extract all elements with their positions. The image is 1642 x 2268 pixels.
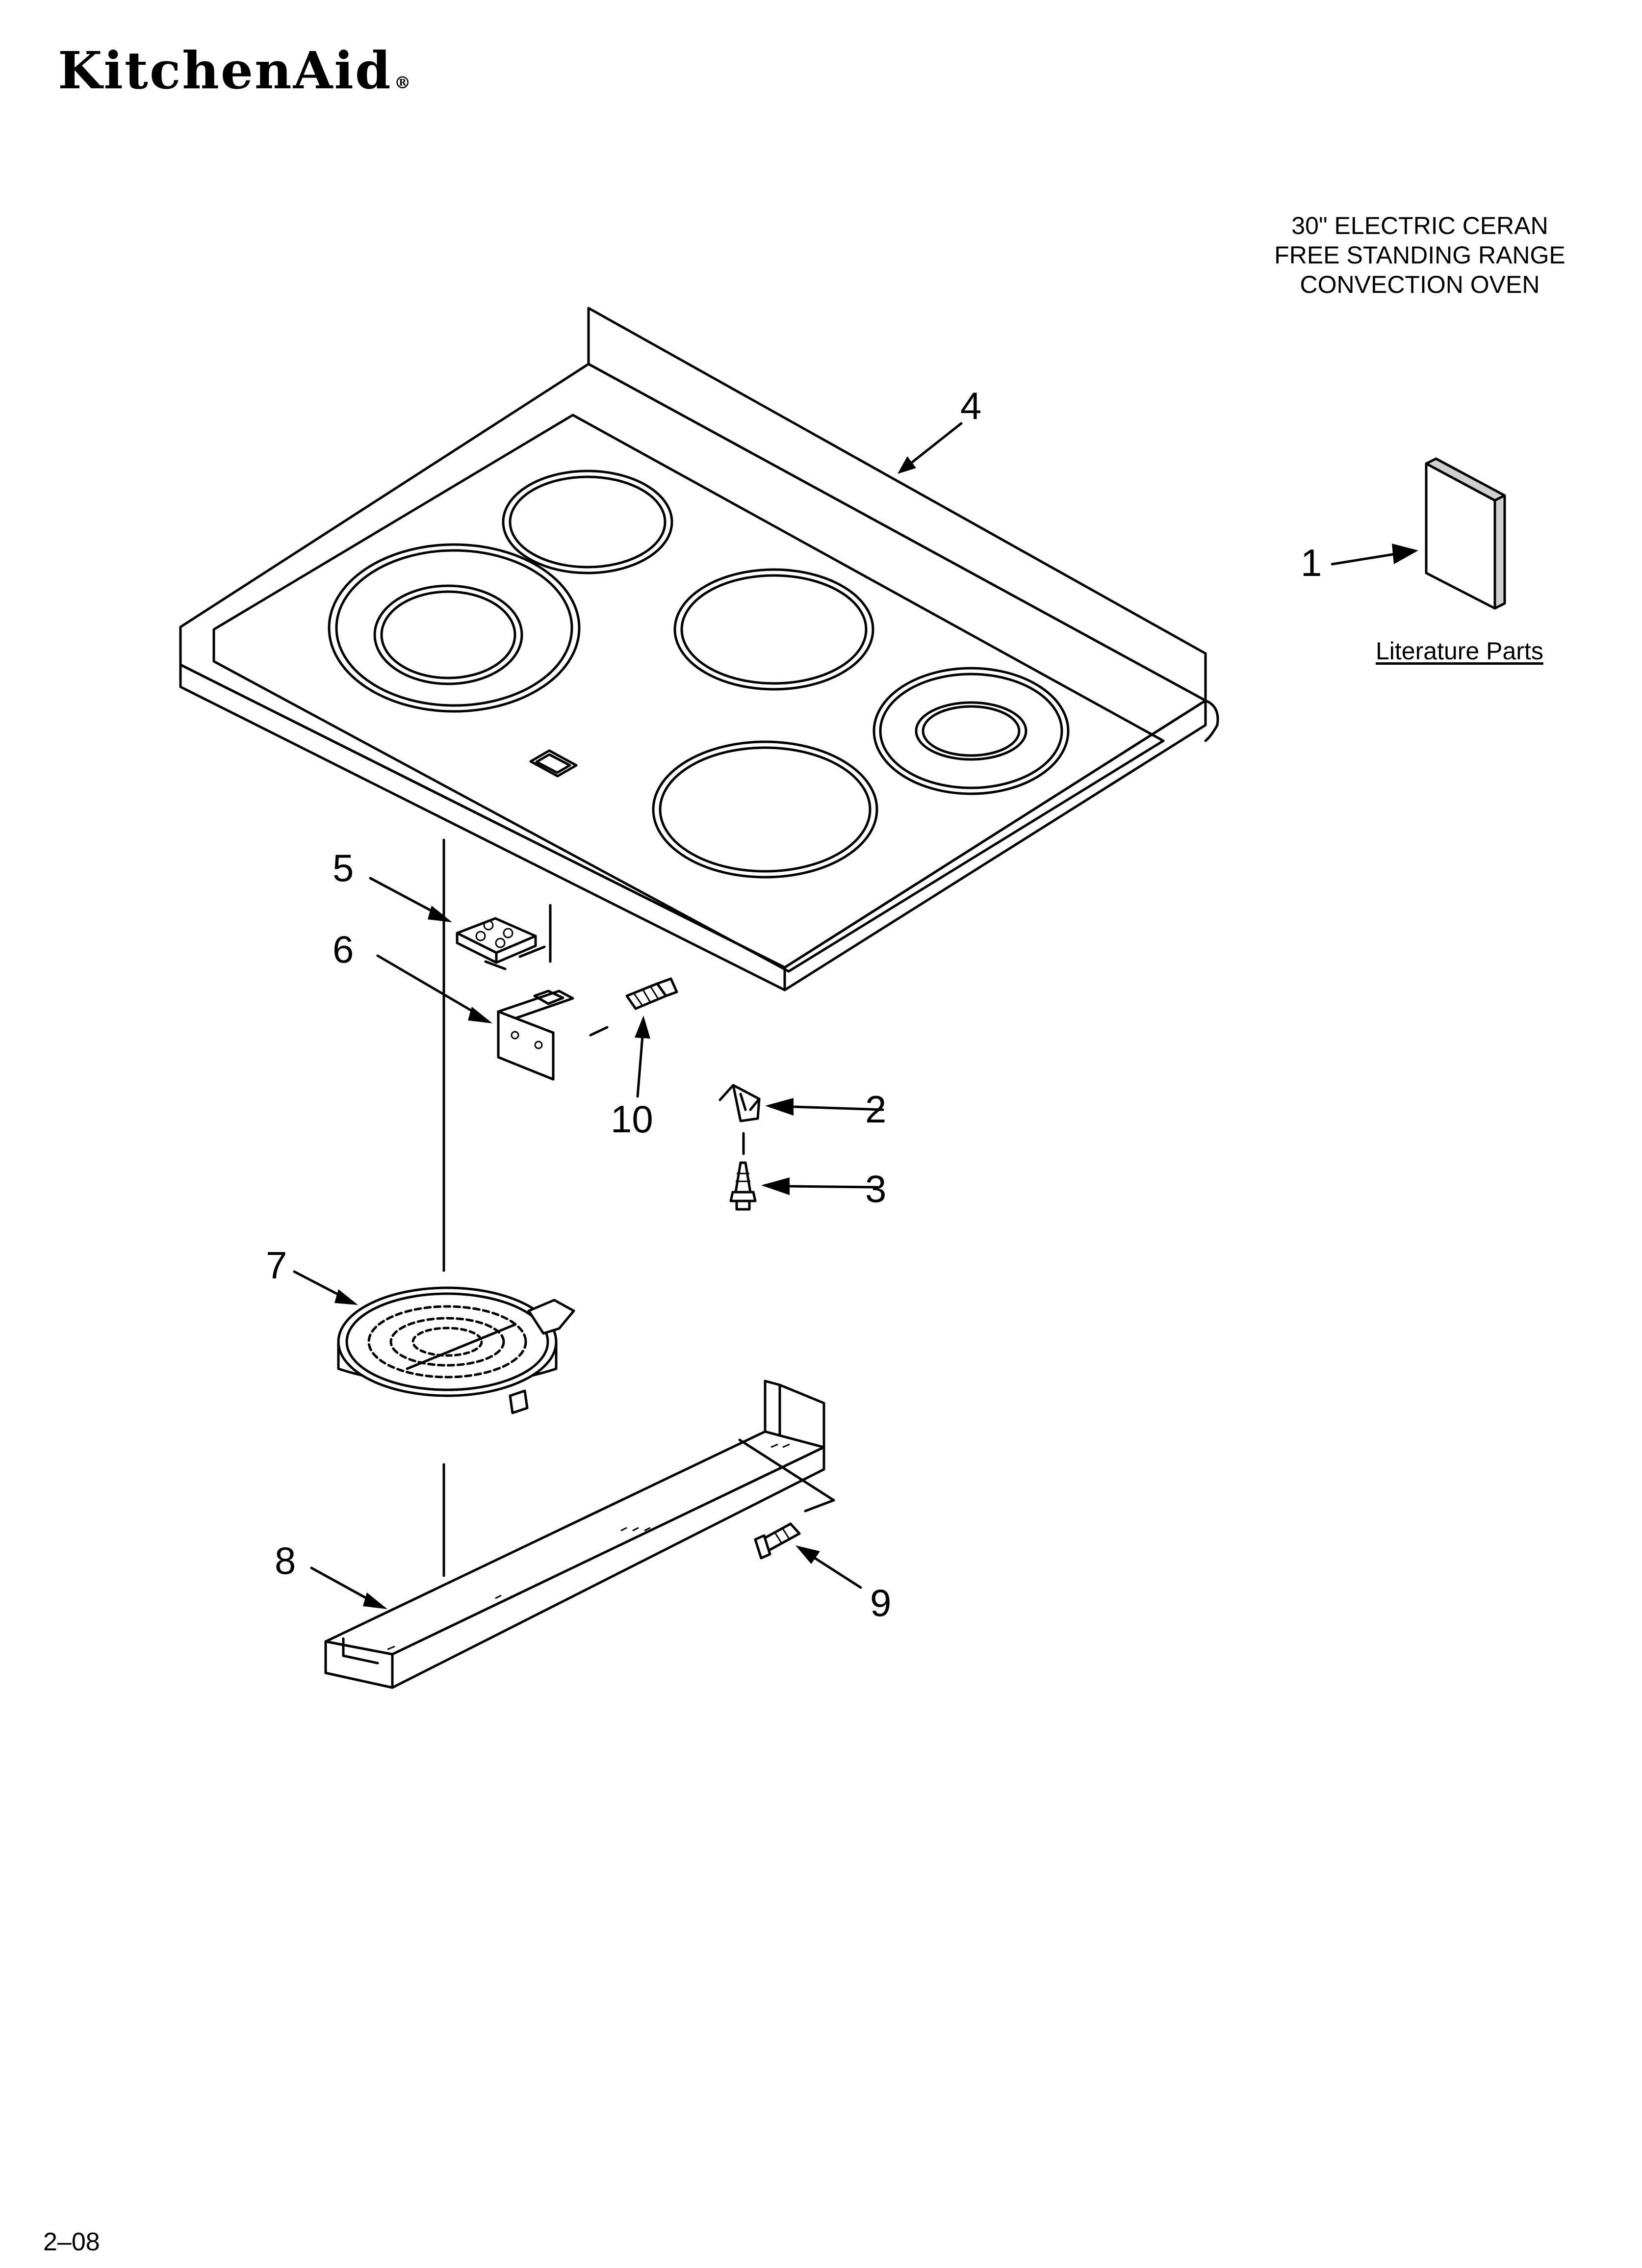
callout-9: 9 [870,1581,892,1624]
screw-3-icon [729,1161,757,1211]
model-line-3: CONVECTION OVEN [1300,271,1540,298]
surface-element-icon [337,1286,575,1414]
callout-8: 8 [275,1539,296,1582]
registered-mark: ® [394,73,412,93]
kitchenaid-logo: KitchenAid® [58,45,412,96]
callout-3: 3 [865,1167,887,1210]
page-code: 2–08 [43,2228,100,2256]
terminal-block-icon [456,904,552,970]
bracket-icon [497,990,609,1081]
support-bracket-icon [324,1380,835,1689]
literature-parts-icon [1425,457,1506,610]
literature-parts-label: Literature Parts [1376,637,1543,665]
callout-6: 6 [333,928,354,971]
callout-5: 5 [333,846,354,889]
clip-icon [718,1084,761,1155]
leader-lines [293,422,1418,1609]
model-description: 30" ELECTRIC CERAN FREE STANDING RANGE C… [1236,211,1604,299]
callout-7: 7 [266,1244,287,1287]
callout-1: 1 [1301,541,1322,584]
callout-2: 2 [865,1088,887,1131]
model-line-1: 30" ELECTRIC CERAN [1291,212,1548,239]
screw-9-icon [754,1522,801,1560]
callout-10: 10 [611,1097,653,1141]
callout-4: 4 [960,384,982,427]
brand-name: KitchenAid [58,40,392,101]
screw-10-icon [625,977,678,1010]
cooktop-glass-top [179,307,1219,991]
model-line-2: FREE STANDING RANGE [1274,241,1565,269]
